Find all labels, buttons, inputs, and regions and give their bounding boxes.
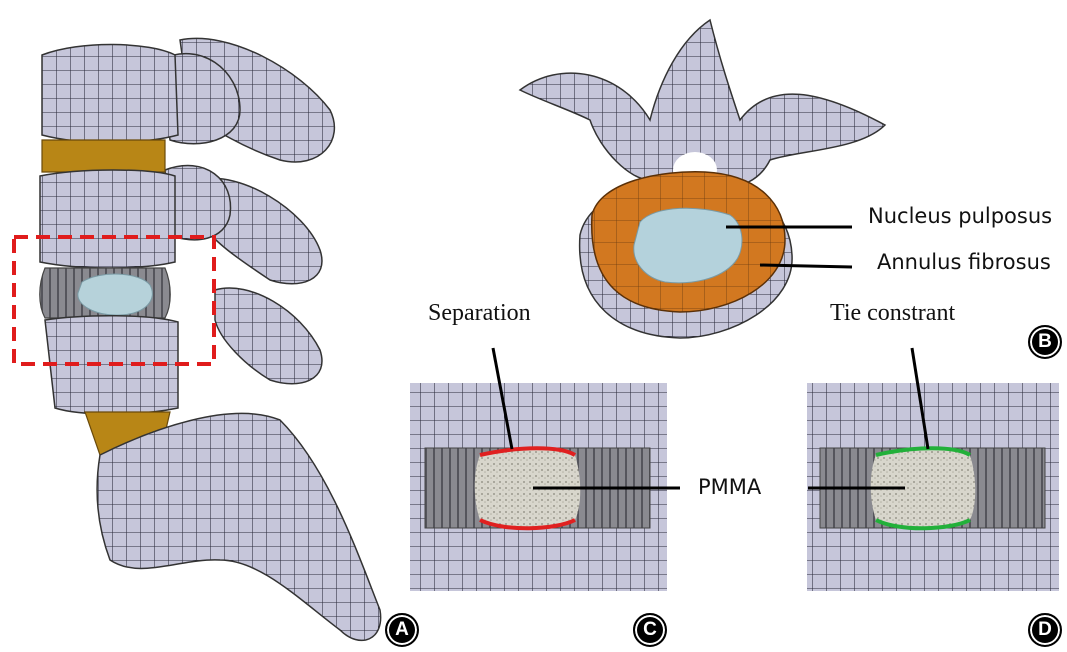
disc-2-nucleus bbox=[78, 274, 152, 315]
panel-a-spine bbox=[14, 38, 381, 640]
panel-d-tie bbox=[807, 348, 1059, 591]
panel-b-axial-vertebra bbox=[520, 20, 885, 338]
pmma-label: PMMA bbox=[698, 475, 761, 499]
sacrum bbox=[97, 413, 381, 640]
nucleus-pulposus-label: Nucleus pulposus bbox=[868, 204, 1052, 228]
panel-badge-d: D bbox=[1028, 613, 1062, 647]
spinous-process-3 bbox=[215, 288, 322, 384]
annulus-leader-line bbox=[760, 265, 852, 267]
tie-constraint-label: Tie constrant bbox=[830, 300, 955, 327]
separation-label: Separation bbox=[428, 300, 531, 327]
annulus-fibrosus-label: Annulus fibrosus bbox=[877, 250, 1051, 274]
vertebra-1 bbox=[42, 44, 178, 142]
panel-badge-b: B bbox=[1028, 325, 1062, 359]
panel-c-separation bbox=[410, 348, 680, 591]
vertebra-2 bbox=[40, 170, 175, 268]
panel-badge-a: A bbox=[385, 613, 419, 647]
panel-badge-c: C bbox=[633, 613, 667, 647]
disc-1 bbox=[42, 140, 165, 172]
